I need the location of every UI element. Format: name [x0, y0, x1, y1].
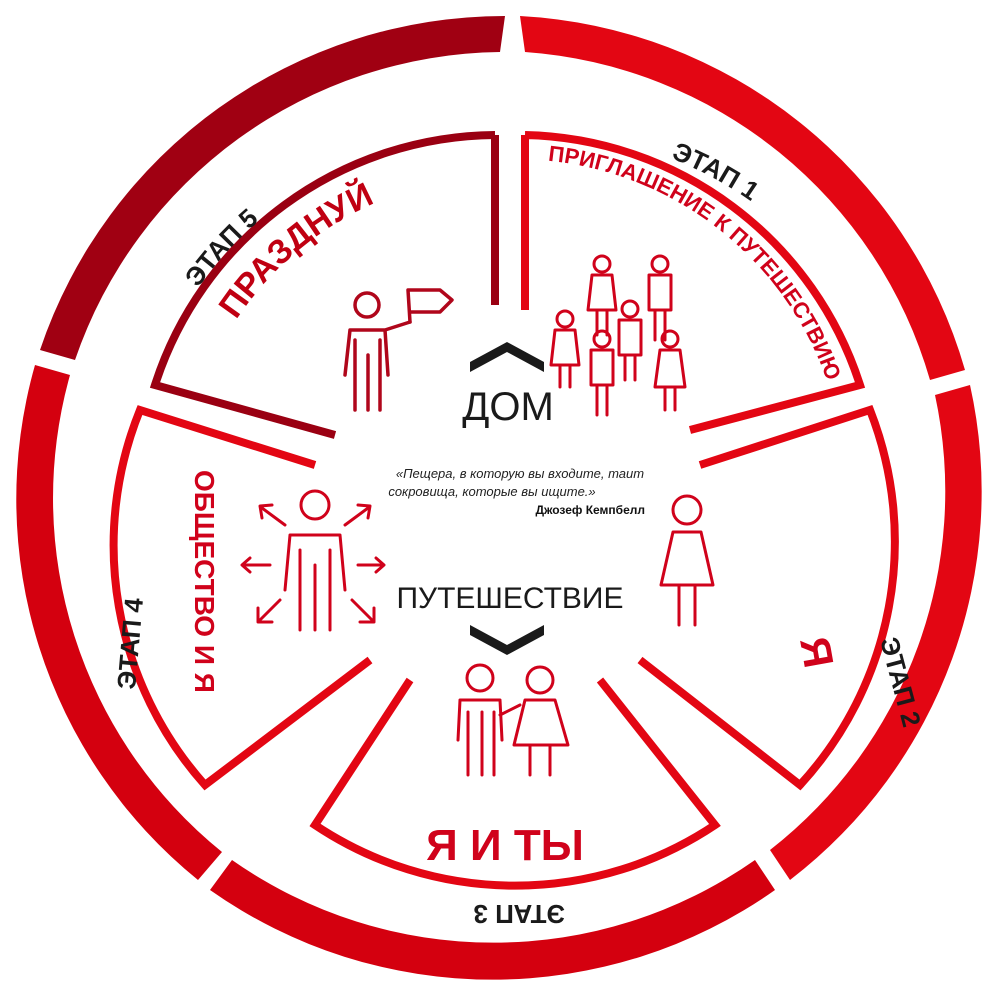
group-of-people-icon [549, 254, 687, 417]
outer-ring-segment-5 [40, 15, 505, 360]
person-with-flag-icon [343, 288, 454, 412]
outer-ring [16, 15, 982, 980]
stage-2-title: Я [791, 633, 843, 671]
chevron-up-icon [470, 342, 544, 372]
frame-stage-1 [521, 131, 866, 434]
outer-ring-segment-2 [770, 385, 982, 880]
woman-icon [659, 494, 715, 627]
quote-author: Джозеф Кемпбелл [535, 503, 645, 517]
inner-frames [109, 131, 899, 890]
frame-stage-4 [109, 405, 373, 791]
frame-stage-5 [149, 131, 499, 439]
stage-4-title: ОБЩЕСТВО И Я [189, 470, 220, 693]
center-bottom-label: ПУТЕШЕСТВИЕ [396, 582, 623, 615]
quote-line-2: сокровища, которые вы ищите.» [388, 484, 595, 499]
center-top-label: ДОМ [462, 385, 554, 429]
frame-stage-3 [309, 677, 721, 890]
chevron-down-icon [470, 625, 544, 655]
stage-3-label: ЭТАП 3 [473, 899, 565, 929]
outer-ring-segment-3 [210, 860, 775, 980]
frame-stage-2 [637, 405, 899, 791]
center-area: ДОМ «Пещера, в которую вы входите, таит … [388, 342, 645, 655]
stage-3-title: Я И ТЫ [426, 821, 584, 870]
person-with-arrows-icon [240, 489, 386, 632]
couple-icon [456, 663, 570, 777]
quote-line-1: «Пещера, в которую вы входите, таит [396, 466, 644, 481]
outer-ring-segment-4 [16, 365, 223, 880]
stage-1-title: ПРИГЛАШЕНИЕ К ПУТЕШЕСТВИЮ [547, 141, 846, 384]
outer-ring-segment-1 [520, 16, 965, 380]
